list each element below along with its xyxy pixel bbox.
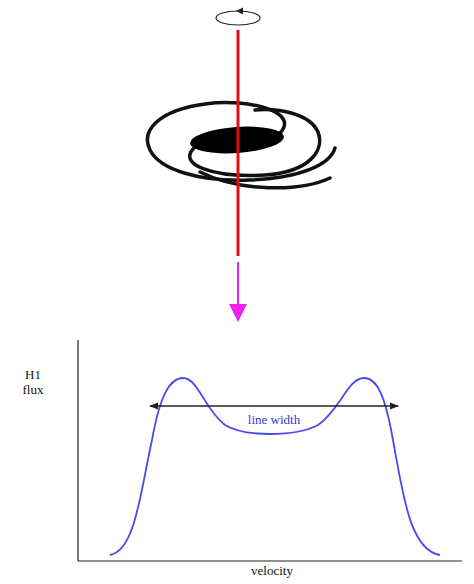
line-width-label: line width: [245, 413, 303, 428]
observation-arrow: [237, 262, 239, 306]
observation-arrowhead: [229, 304, 247, 322]
rotation-axis: [237, 30, 240, 256]
rotation-ellipse: [216, 11, 260, 25]
line-width-arrow: [150, 405, 398, 406]
x-axis: [78, 560, 462, 561]
axis-label: velocity: [251, 564, 293, 579]
rotation-arrowhead: [236, 8, 243, 15]
spiral-arms: [147, 103, 335, 188]
axis-label: H1 flux: [18, 368, 48, 398]
y-axis: [77, 340, 78, 561]
hi-profile-curve: [110, 378, 440, 555]
